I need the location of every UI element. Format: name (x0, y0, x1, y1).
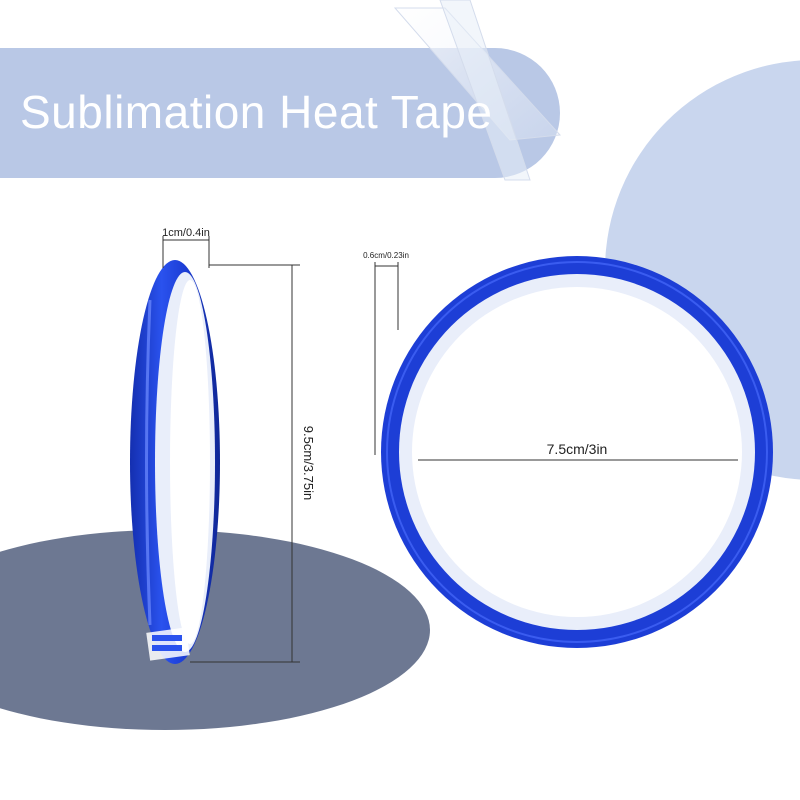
page-title: Sublimation Heat Tape (20, 86, 493, 138)
background-ellipse (0, 530, 430, 730)
tape-roll-front-view (381, 256, 773, 648)
dimension-lines-front (374, 262, 738, 461)
front-width-label: 0.6cm/0.23in (363, 251, 409, 260)
film-strips (393, 0, 562, 181)
front-diameter-label: 7.5cm/3in (547, 441, 608, 457)
tape-roll-side-view (130, 260, 220, 664)
side-height-label: 9.5cm/3.75in (301, 426, 316, 500)
side-width-label: 1cm/0.4in (162, 227, 210, 239)
dimension-lines-side (162, 236, 300, 663)
